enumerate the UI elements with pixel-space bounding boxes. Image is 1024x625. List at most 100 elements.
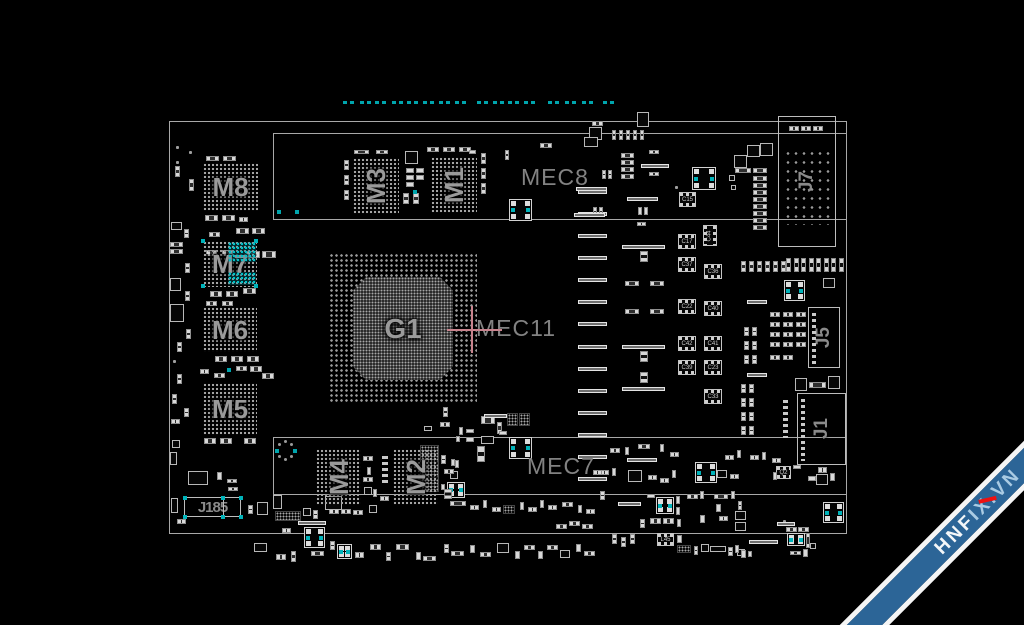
part-C41[interactable]: C41 [704,336,722,351]
part-v[interactable] [505,150,509,160]
part-C17[interactable]: C17 [678,234,696,249]
part-h[interactable] [236,228,249,234]
part-v[interactable] [175,166,180,177]
part-box[interactable] [795,378,807,391]
part-h[interactable] [276,554,286,560]
part-v[interactable] [403,193,409,204]
part-v[interactable] [184,229,189,238]
part-h[interactable] [753,218,767,223]
part-v[interactable] [625,447,629,455]
part-v[interactable] [644,207,648,215]
part-h[interactable] [406,168,414,173]
part-bar[interactable] [576,187,607,191]
part-h[interactable] [480,552,491,557]
part-h[interactable] [648,475,657,480]
part-box[interactable] [816,474,828,485]
part-box[interactable] [731,185,736,190]
part-bar[interactable] [578,367,607,371]
part-h[interactable] [798,527,809,532]
part-v[interactable] [731,491,735,499]
part-box[interactable] [628,470,642,482]
part-h[interactable] [353,510,363,515]
part-h[interactable] [687,494,698,499]
part-h[interactable] [593,470,602,475]
part-qfn[interactable] [656,497,674,514]
part-v[interactable] [330,541,335,550]
part-h[interactable] [592,121,603,126]
part-h[interactable] [363,456,373,461]
part-box[interactable] [735,522,746,531]
part-h[interactable] [753,190,767,195]
part-h[interactable] [171,419,180,424]
part-v[interactable] [737,450,741,458]
part-h[interactable] [262,373,274,379]
part-h[interactable] [469,150,476,154]
part-v[interactable] [744,355,749,364]
part-h[interactable] [569,521,580,526]
part-pp[interactable] [816,258,821,272]
part-h[interactable] [801,126,811,131]
part-h[interactable] [252,228,265,234]
part-v[interactable] [765,261,770,272]
part-v[interactable] [441,484,445,490]
part-pp[interactable] [801,258,806,272]
part-h[interactable] [492,507,501,512]
part-box[interactable] [828,376,840,389]
part-h[interactable] [783,355,793,360]
part-h[interactable] [753,176,767,181]
part-v[interactable] [344,190,349,200]
part-h[interactable] [499,431,507,435]
part-box[interactable] [424,426,432,431]
part-h[interactable] [610,448,620,453]
part-h[interactable] [818,467,827,473]
part-bar[interactable] [627,458,657,462]
part-v[interactable] [752,355,757,364]
part-h[interactable] [177,519,186,524]
connector-J7[interactable]: J7 [778,116,836,247]
part-v[interactable] [741,426,746,435]
part-pp[interactable] [839,258,844,272]
part-v[interactable] [803,549,808,557]
part-v[interactable] [612,130,616,140]
part-bar[interactable] [578,389,607,393]
part-pp[interactable] [640,372,648,383]
part-h[interactable] [354,150,369,154]
part-h[interactable] [341,509,351,514]
part-h[interactable] [753,168,767,173]
part-bar[interactable] [618,502,641,506]
part-h[interactable] [813,126,823,131]
part-h[interactable] [209,232,220,237]
part-h[interactable] [789,126,799,131]
part-v[interactable] [602,170,606,179]
part-v[interactable] [578,505,582,513]
part-h[interactable] [770,312,780,317]
part-h[interactable] [406,182,414,187]
part-v[interactable] [621,537,626,547]
part-h[interactable] [459,147,471,152]
component-M8[interactable]: M8 [203,163,258,211]
part-pp[interactable] [831,258,836,272]
part-bgas[interactable] [677,545,691,553]
part-v[interactable] [749,412,754,421]
part-h[interactable] [753,204,767,209]
part-bgas[interactable] [503,505,515,514]
part-h[interactable] [753,225,767,230]
part-h[interactable] [649,172,659,176]
part-v[interactable] [741,384,746,393]
part-v[interactable] [749,384,754,393]
part-h[interactable] [796,342,806,347]
part-v[interactable] [676,507,680,515]
part-v[interactable] [441,455,446,464]
part-h[interactable] [637,222,646,226]
part-v[interactable] [757,261,762,272]
part-h[interactable] [231,356,243,362]
part-h[interactable] [753,183,767,188]
part-v[interactable] [373,489,377,497]
part-h[interactable] [380,496,389,501]
part-h[interactable] [220,438,232,444]
part-box[interactable] [701,544,709,552]
part-bar[interactable] [777,522,795,526]
part-h[interactable] [540,143,552,148]
part-h[interactable] [205,215,218,221]
part-box[interactable] [171,222,182,230]
